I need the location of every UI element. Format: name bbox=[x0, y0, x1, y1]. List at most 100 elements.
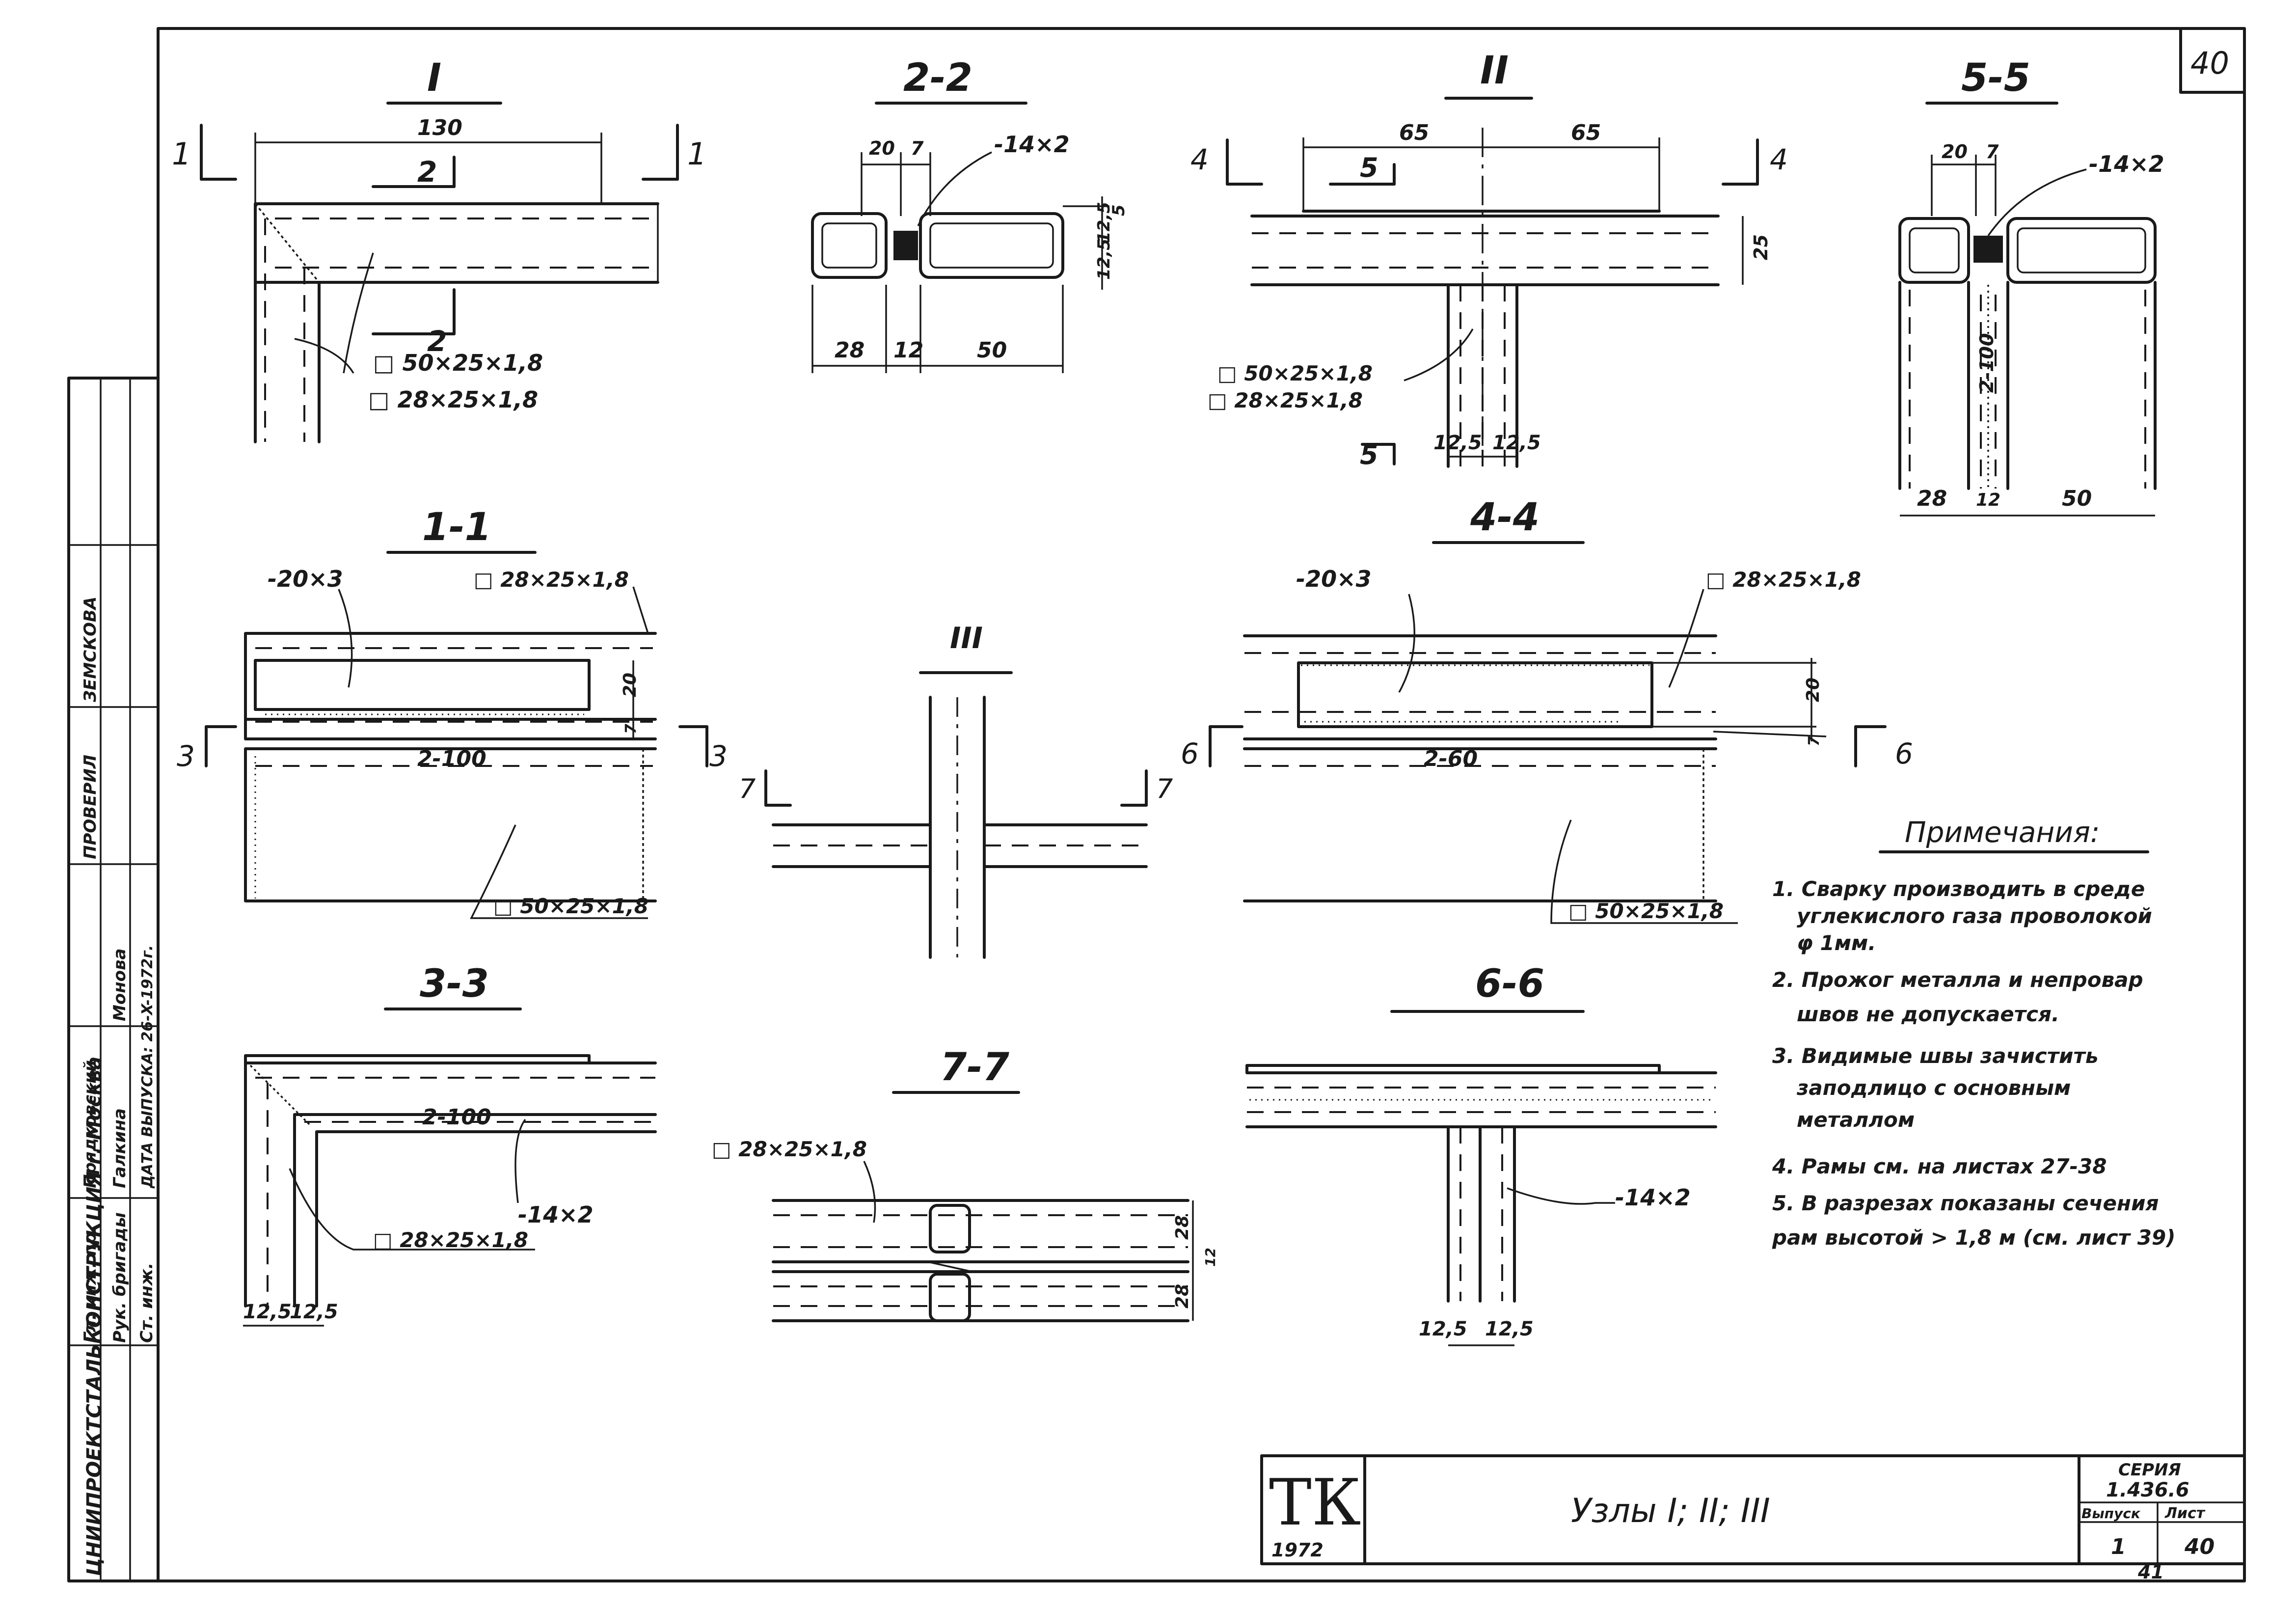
series-value: 1.436.6 bbox=[2106, 1479, 2189, 1501]
section-2-2: 2-2 20 7 -14×2 5 12,5 12,5 28 12 50 bbox=[811, 56, 1129, 373]
cut-label: 3 bbox=[177, 739, 195, 773]
stamp-name-3: Монова bbox=[110, 948, 130, 1021]
cut-label: 3 bbox=[709, 739, 728, 773]
notes-heading: Примечания: bbox=[1905, 816, 2100, 849]
stamp-name-1: Прядковский bbox=[81, 1060, 100, 1188]
dim-label: 28 bbox=[1172, 1215, 1192, 1240]
section-callout: □ 50×25×1,8 bbox=[373, 350, 543, 376]
dim-label: 28 bbox=[1917, 486, 1947, 511]
section-1-1: 1-1 -20×3 □ 28×25×1,8 20 7 2-100 3 3 □ 5… bbox=[177, 505, 728, 919]
view-title: 5-5 bbox=[1961, 56, 2030, 100]
dim-label: 25 bbox=[1750, 234, 1772, 260]
issue-value: 1 bbox=[2111, 1534, 2126, 1559]
dim-label: 65 bbox=[1399, 120, 1429, 145]
cut-label: 7 bbox=[739, 773, 756, 804]
sheet-number-top: 40 bbox=[2190, 45, 2229, 81]
view-title: III bbox=[950, 621, 983, 655]
view-title: 4-4 bbox=[1470, 495, 1540, 540]
dim-label: 12,5 bbox=[243, 1301, 292, 1323]
section-callout: □ 28×25×1,8 bbox=[712, 1137, 867, 1161]
note-line: 2. Прожог металла и непровар bbox=[1772, 968, 2143, 992]
dim-label: 20 bbox=[1803, 678, 1823, 702]
stamp-name-2: Галкина bbox=[110, 1108, 130, 1188]
dim-label: 65 bbox=[1571, 120, 1601, 145]
section-callout: □ 50×25×1,8 bbox=[493, 894, 648, 918]
plate-label: -20×3 bbox=[1296, 566, 1372, 592]
side-stamp: ЦНИИПРОЕКТСТАЛЬКОНСТРУКЦИЯ г. Москва Гл.… bbox=[67, 377, 160, 1582]
view-node-1: I 1 1 130 2 2 □ 50×25×1,8 □ 28×25×1,8 bbox=[172, 56, 706, 443]
dim-label: 12,5 bbox=[1419, 1318, 1467, 1340]
weld-label: 2-100 bbox=[417, 746, 486, 771]
stamp-row-4: ДАТА ВЫПУСКА: 26-X-1972г. bbox=[139, 945, 156, 1189]
dim-label: 12,5 bbox=[1433, 432, 1482, 454]
section-label: 5 bbox=[1360, 439, 1378, 470]
stamp-row-1: Гл. инж. пр. bbox=[81, 1226, 100, 1343]
cut-label: 7 bbox=[1156, 773, 1173, 804]
section-callout: □ 28×25×1,8 bbox=[368, 386, 538, 413]
section-3-3: 3-3 2-100 -14×2 □ 28×25×1,8 12,5 12,5 bbox=[243, 962, 657, 1327]
section-callout: □ 28×25×1,8 bbox=[373, 1228, 528, 1252]
dim-label: 7 bbox=[911, 137, 924, 159]
note-line: 1. Сварку производить в среде bbox=[1772, 877, 2145, 901]
view-node-3: III 7 7 bbox=[739, 621, 1173, 959]
cut-label: 6 bbox=[1895, 737, 1913, 770]
title-block: ТК 1972 Узлы I; II; III СЕРИЯ 1.436.6 Вы… bbox=[1260, 1454, 2246, 1565]
view-node-2: II 4 4 65 65 5 25 □ 50×25×1,8 □ 28×25×1,… bbox=[1190, 49, 1788, 470]
dim-label: 28 bbox=[1172, 1284, 1192, 1308]
dim-label: 20 bbox=[620, 673, 640, 697]
section-callout: □ 50×25×1,8 bbox=[1217, 361, 1373, 385]
plate-label: -14×2 bbox=[1615, 1184, 1691, 1211]
note-line: 4. Рамы см. на листах 27-38 bbox=[1772, 1154, 2107, 1178]
section-4-4: 4-4 -20×3 □ 28×25×1,8 20 7 2-60 6 6 □ 50… bbox=[1181, 495, 1913, 924]
plate-label: -14×2 bbox=[518, 1201, 594, 1228]
stamp-org: ЦНИИПРОЕКТСТАЛЬКОНСТРУКЦИЯ г. Москва bbox=[83, 1057, 106, 1576]
sheet-number-bottom: 41 bbox=[2137, 1561, 2164, 1583]
section-label: 2 bbox=[427, 325, 447, 358]
section-label: 2 bbox=[417, 155, 437, 189]
view-title: 2-2 bbox=[903, 56, 972, 100]
dim-label: 12,5 bbox=[290, 1301, 338, 1323]
cut-label: 4 bbox=[1770, 143, 1788, 176]
stamp-row-3: Ст. инж. bbox=[137, 1263, 157, 1343]
dim-label: 12,5 bbox=[1094, 202, 1114, 243]
dim-label: 130 bbox=[417, 115, 462, 140]
section-callout: □ 28×25×1,8 bbox=[474, 568, 629, 592]
note-line: углекислого газа проволокой bbox=[1797, 904, 2152, 928]
dim-label: 5 bbox=[1109, 204, 1129, 216]
sheet-value: 40 bbox=[2184, 1534, 2215, 1559]
note-line: металлом bbox=[1797, 1108, 1915, 1132]
dim-label: 20 bbox=[1942, 141, 1968, 163]
dim-label: 50 bbox=[2062, 486, 2092, 511]
section-callout: □ 28×25×1,8 bbox=[1706, 568, 1861, 592]
weld-label: 2-60 bbox=[1424, 746, 1478, 771]
drawing-title: Узлы I; II; III bbox=[1571, 1492, 1770, 1530]
sheet-frame bbox=[157, 27, 2246, 1582]
notes: Примечания: 1. Сварку производить в сред… bbox=[1772, 816, 2175, 1250]
cut-label: 6 bbox=[1181, 737, 1199, 770]
note-line: φ 1мм. bbox=[1797, 931, 1876, 955]
view-title: 7-7 bbox=[940, 1045, 1010, 1089]
dim-label: 28 bbox=[835, 338, 864, 363]
dim-label: 12 bbox=[1976, 490, 2000, 510]
view-title: 6-6 bbox=[1475, 962, 1544, 1006]
dim-label: 12,5 bbox=[1485, 1318, 1534, 1340]
view-title: 3-3 bbox=[420, 962, 489, 1006]
cut-label: 1 bbox=[172, 136, 191, 172]
plate-label: -20×3 bbox=[268, 566, 343, 592]
cut-label: 4 bbox=[1190, 143, 1209, 176]
dim-label: 20 bbox=[869, 137, 895, 159]
series-label: СЕРИЯ bbox=[2118, 1460, 2181, 1480]
dim-label: 7 bbox=[1986, 141, 1999, 163]
section-6-6: 6-6 -14×2 12,5 12,5 bbox=[1245, 962, 1717, 1346]
note-line: рам высотой > 1,8 м (см. лист 39) bbox=[1772, 1226, 2175, 1250]
dim-label: 50 bbox=[977, 338, 1007, 363]
note-line: заподлицо с основным bbox=[1796, 1076, 2071, 1100]
note-line: швов не допускается. bbox=[1797, 1002, 2059, 1026]
section-callout: □ 28×25×1,8 bbox=[1208, 388, 1363, 412]
dim-label: 7 bbox=[1806, 736, 1823, 746]
dim-label: 12,5 bbox=[1492, 432, 1541, 454]
section-7-7: 7-7 □ 28×25×1,8 28 28 12 bbox=[712, 1045, 1218, 1322]
dim-label: 7 bbox=[622, 724, 640, 734]
plate-label: -14×2 bbox=[2089, 151, 2164, 177]
